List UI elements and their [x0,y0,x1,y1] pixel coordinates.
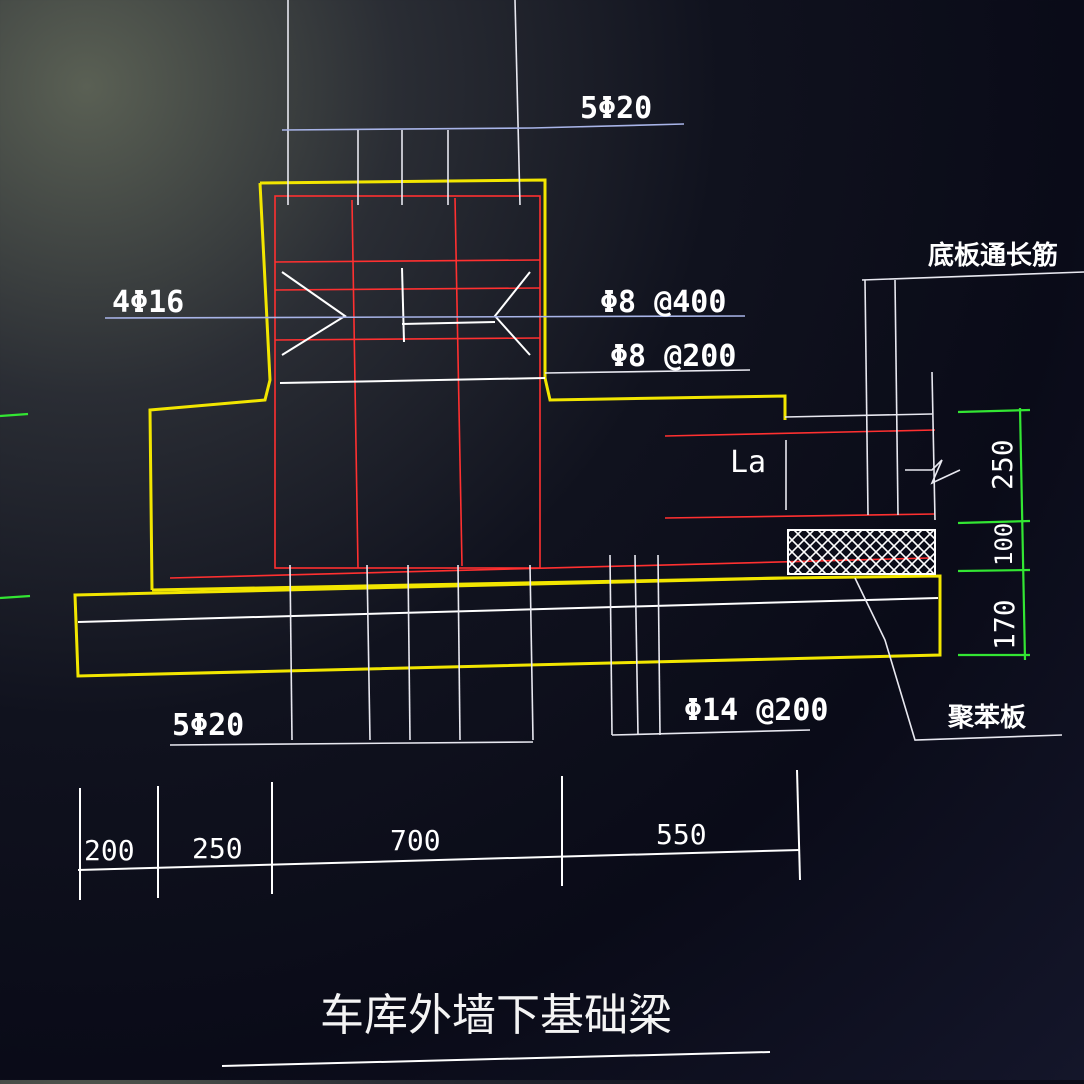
tie-vertical [401,267,405,343]
dim-h-700: 700 [390,824,441,857]
slab-top-edge [151,576,786,592]
label-slab-long-bars: 底板通长筋 [928,240,1058,271]
tie-left [281,271,347,356]
dim-h-200: 200 [84,834,135,867]
slab-top-bar-2 [664,513,936,519]
beam-left-outline [148,182,272,591]
slab-mid-line [77,597,939,623]
dim-v-170: 170 [988,599,1021,650]
rebar-cage [169,195,936,579]
dim-h-550: 550 [656,818,707,851]
horizontal-dimension [77,769,801,900]
drawing-title: 车库外墙下基础梁 [320,990,672,1041]
foam-board-hatch [787,529,936,575]
vertical-dimension [0,407,1031,661]
concrete-outline [73,178,942,678]
title-underline [221,1051,771,1067]
label-top-bars: 5Φ20 [580,91,652,126]
tie-bars [279,267,546,384]
beam-outline [259,178,787,420]
slab-top-bar-1 [664,429,936,437]
tie-horizontal [401,321,496,325]
label-side-bars: 4Φ16 [112,285,184,320]
label-bottom-bars: 5Φ20 [172,708,244,743]
stirrup-inner-mid [454,197,463,567]
side-bar-row-2 [274,287,541,291]
label-tie-lower: Φ8 @200 [610,339,736,374]
label-foam-board: 聚苯板 [947,703,1026,733]
tie-right [493,271,531,356]
dim-h-250: 250 [192,832,243,865]
side-bar-row-3 [274,337,541,341]
side-bar-row-1 [274,259,541,263]
label-slab-bars: Φ14 @200 [684,693,829,728]
leader-lines [104,0,1084,746]
foundation-slab-outline [73,574,942,678]
label-tie-upper: Φ8 @400 [600,285,726,320]
dim-v-250: 250 [986,439,1019,490]
label-anchorage: La [730,445,766,480]
tie-bottom [279,377,546,384]
stirrup-inner-left [351,199,359,569]
dim-v-100: 100 [990,523,1018,566]
